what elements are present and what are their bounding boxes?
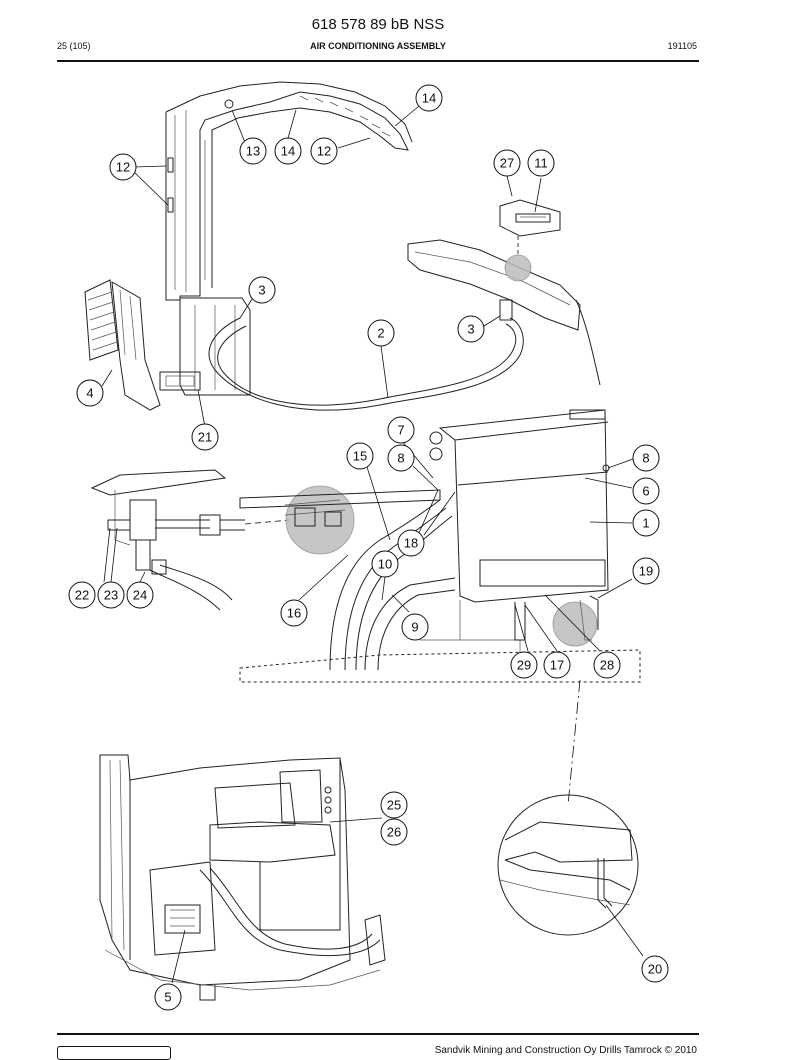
callout-5: 5 [154,983,182,1011]
svg-text:11: 11 [534,156,548,171]
svg-text:9: 9 [411,620,418,635]
callout-28: 28 [593,651,621,679]
svg-text:26: 26 [387,825,401,840]
svg-text:29: 29 [517,658,531,673]
callout-14-a: 14 [415,84,443,112]
svg-text:14: 14 [422,91,436,106]
callout-3-b: 3 [457,315,485,343]
callout-13: 13 [239,137,267,165]
callout-22: 22 [68,581,96,609]
svg-text:8: 8 [642,451,649,466]
svg-text:18: 18 [404,536,418,551]
callout-12-b: 12 [109,153,137,181]
svg-text:25: 25 [387,798,401,813]
svg-text:10: 10 [378,557,392,572]
footer-rule [57,1033,699,1035]
detail-view-20 [497,794,639,936]
callout-9: 9 [401,613,429,641]
svg-text:22: 22 [75,588,89,603]
callout-2: 2 [367,319,395,347]
callout-26: 26 [380,818,408,846]
callout-4: 4 [76,379,104,407]
document-number: 618 578 89 bB NSS [311,16,445,33]
callout-29: 29 [510,651,538,679]
svg-text:2: 2 [377,326,384,341]
svg-text:17: 17 [550,658,564,673]
svg-text:3: 3 [258,283,265,298]
callout-8-b: 8 [632,444,660,472]
callout-12-a: 12 [310,137,338,165]
callout-7: 7 [387,416,415,444]
callout-27: 27 [493,149,521,177]
svg-text:21: 21 [198,430,212,445]
svg-text:28: 28 [600,658,614,673]
callout-25: 25 [380,791,408,819]
svg-text:24: 24 [133,588,147,603]
sandvik-logo [57,1046,171,1060]
page-number: 25 (105) [57,41,91,51]
svg-text:4: 4 [86,386,93,401]
leader-lines [101,105,644,984]
callout-1: 1 [632,509,660,537]
svg-text:5: 5 [164,990,171,1005]
ac-unit-drawing [90,409,641,683]
copyright-text: Sandvik Mining and Construction Oy Drill… [434,1045,697,1056]
svg-text:3: 3 [467,322,474,337]
svg-text:15: 15 [353,449,367,464]
callout-8-a: 8 [387,444,415,472]
svg-text:13: 13 [246,144,260,159]
callout-24: 24 [126,581,154,609]
svg-text:12: 12 [116,160,130,175]
callout-11: 11 [527,149,555,177]
svg-text:27: 27 [500,156,514,171]
callout-17: 17 [543,651,571,679]
svg-text:7: 7 [397,423,404,438]
page-title: AIR CONDITIONING ASSEMBLY [310,41,446,51]
callout-15: 15 [346,442,374,470]
callout-20: 20 [641,955,669,983]
cab-interior-drawing [99,754,386,1001]
svg-text:23: 23 [104,588,118,603]
callout-23: 23 [97,581,125,609]
callout-16: 16 [280,599,308,627]
svg-text:16: 16 [287,606,301,621]
svg-text:19: 19 [639,564,653,579]
callout-3-a: 3 [248,276,276,304]
header-rule [57,60,699,62]
callout-18: 18 [397,529,425,557]
svg-text:6: 6 [642,484,649,499]
svg-text:8: 8 [397,451,404,466]
callout-10: 10 [371,550,399,578]
revision-date: 191105 [667,41,697,51]
svg-text:12: 12 [317,144,331,159]
callout-21: 21 [191,423,219,451]
callout-6: 6 [632,477,660,505]
cab-frame-drawing [84,81,601,411]
callout-14-b: 14 [274,137,302,165]
callout-19: 19 [632,557,660,585]
svg-text:14: 14 [281,144,295,159]
svg-text:1: 1 [642,516,649,531]
svg-text:20: 20 [648,962,662,977]
